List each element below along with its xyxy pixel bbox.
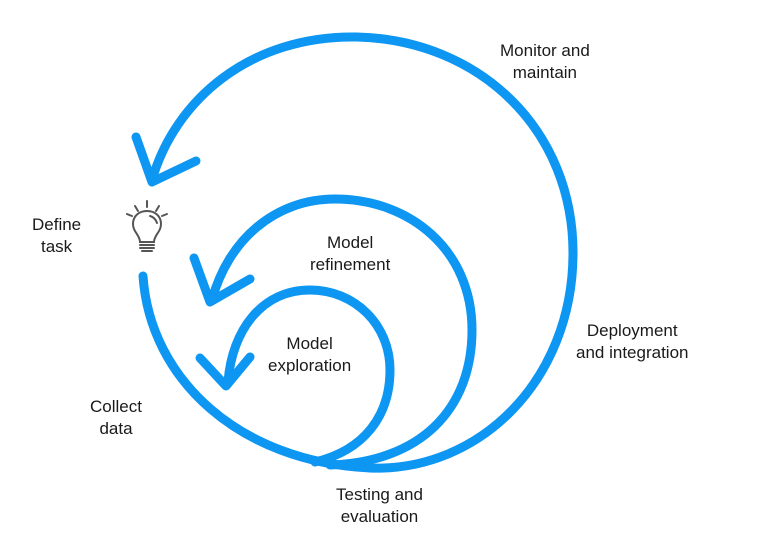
collect-data-line1: Collect xyxy=(90,397,142,416)
outer-cycle-arrow xyxy=(138,32,578,473)
refinement-arrowhead xyxy=(189,253,255,307)
testing-evaluation-line2: evaluation xyxy=(340,507,419,526)
stage-testing-evaluation: Testing and evaluation xyxy=(336,484,423,528)
define-task-line1: Define xyxy=(32,215,82,234)
outer-arrowhead xyxy=(131,132,201,187)
collect-data-line2: data xyxy=(99,419,133,438)
refinement-cycle-arrow xyxy=(207,194,477,470)
exploration-cycle-arrow xyxy=(223,285,395,467)
lightbulb-icon xyxy=(126,200,168,252)
stage-define-task: Define task xyxy=(32,214,81,258)
monitor-maintain-line1: Monitor and xyxy=(500,41,590,60)
stage-monitor-maintain: Monitor and maintain xyxy=(500,40,590,84)
deployment-integration-line1: Deployment xyxy=(586,321,678,340)
monitor-maintain-line2: maintain xyxy=(512,63,578,82)
model-refinement-line1: Model xyxy=(327,233,374,252)
stage-model-exploration: Model exploration xyxy=(268,333,351,377)
exploration-arrowhead xyxy=(195,352,255,391)
model-exploration-line2: exploration xyxy=(268,356,352,375)
model-refinement-line2: refinement xyxy=(310,255,391,274)
testing-evaluation-line1: Testing and xyxy=(336,485,423,504)
model-exploration-line1: Model xyxy=(286,334,333,353)
stage-deployment-integration: Deployment and integration xyxy=(576,320,688,364)
define-task-line2: task xyxy=(40,237,73,256)
stage-model-refinement: Model refinement xyxy=(310,232,390,276)
deployment-integration-line2: and integration xyxy=(576,343,689,362)
stage-collect-data: Collect data xyxy=(90,396,142,440)
